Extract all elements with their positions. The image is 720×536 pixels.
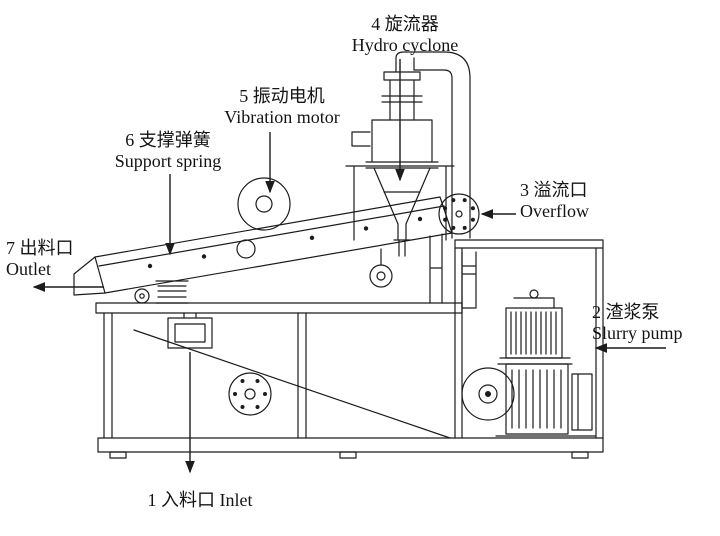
screen-manhole	[236, 239, 256, 259]
vibration-motor-body	[237, 177, 291, 231]
label-overflow-en: Overflow	[520, 201, 589, 222]
side-flange	[369, 264, 393, 288]
label-slurry-pump-en: Slurry pump	[592, 323, 683, 344]
pulley-wheel	[461, 367, 515, 421]
label-support-spring-zh: 6 支撑弹簧	[125, 130, 211, 150]
slurry-pump	[461, 289, 597, 437]
label-vibration-motor-en: Vibration motor	[224, 107, 340, 128]
label-outlet: 7 出料口 Outlet	[6, 238, 74, 280]
label-support-spring-en: Support spring	[114, 151, 222, 172]
vibrating-screen	[73, 177, 453, 349]
tank-frame	[454, 239, 604, 439]
label-vibration-motor-zh: 5 振动电机	[239, 86, 325, 106]
label-inlet: 1 入料口 Inlet	[148, 490, 253, 511]
label-hydro-cyclone: 4 旋流器 Hydro cyclone	[352, 14, 458, 56]
label-slurry-pump-zh: 2 渣浆泵	[592, 302, 660, 322]
label-outlet-en: Outlet	[6, 259, 51, 280]
base-frame	[95, 302, 604, 459]
label-overflow-zh: 3 溢流口	[520, 180, 588, 200]
hydrocyclone	[345, 51, 471, 257]
leader-arrows	[32, 59, 666, 474]
label-overflow: 3 溢流口 Overflow	[520, 180, 589, 222]
bolt-dots	[147, 198, 491, 409]
label-slurry-pump: 2 渣浆泵 Slurry pump	[592, 302, 683, 344]
label-inlet-zh: 1 入料口 Inlet	[147, 490, 253, 510]
support-spring-part	[155, 280, 189, 304]
label-outlet-zh: 7 出料口	[6, 238, 74, 258]
label-hydro-cyclone-zh: 4 旋流器	[371, 14, 439, 34]
label-hydro-cyclone-en: Hydro cyclone	[351, 35, 459, 56]
label-vibration-motor: 5 振动电机 Vibration motor	[224, 86, 339, 128]
label-support-spring: 6 支撑弹簧 Support spring	[115, 130, 222, 172]
inlet-box	[167, 312, 213, 349]
overflow-flange	[438, 193, 480, 235]
discharge-wheel	[134, 288, 150, 304]
cleanout-flange	[228, 372, 272, 416]
